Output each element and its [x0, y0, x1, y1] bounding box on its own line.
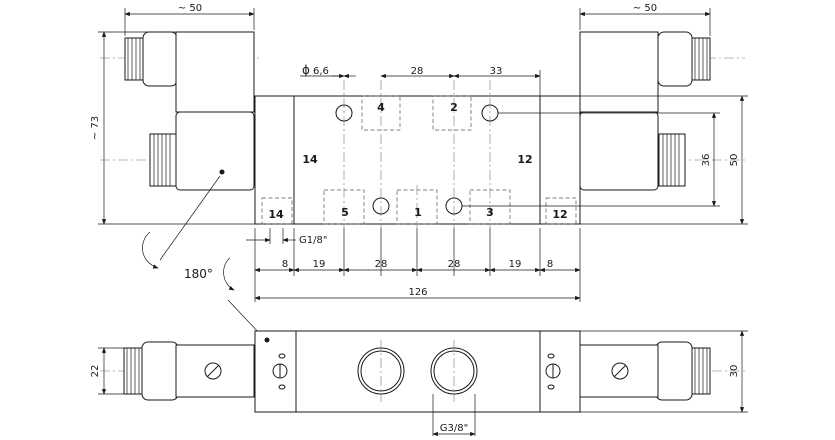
port-label-14: 14 — [302, 153, 318, 166]
dim-pilot-thread: G1/8" — [246, 228, 327, 246]
dim-22-label: 22 — [90, 365, 101, 378]
dim-50-label: 50 — [729, 154, 740, 167]
solenoid-marker-dot — [219, 169, 225, 175]
valve-body-top: 4 2 14 12 5 1 3 14 12 — [254, 80, 581, 228]
dim-30-label: 30 — [729, 365, 740, 378]
dim-chain: 8 19 28 28 19 8 126 — [254, 228, 581, 302]
pilot-port-label-14: 14 — [268, 208, 284, 221]
chain-dim-5: 19 — [509, 259, 522, 270]
diameter-symbol: ϕ — [302, 63, 310, 77]
dim-coil-left: ~ 50 — [124, 3, 255, 36]
port-label-3: 3 — [486, 206, 494, 219]
port-label-2: 2 — [450, 101, 458, 114]
dim-right-heights: 36 50 — [462, 95, 748, 225]
left-solenoid — [124, 31, 255, 191]
port-label-5: 5 — [341, 206, 349, 219]
rotation-indicator: 180° — [142, 175, 263, 337]
right-solenoid — [579, 31, 711, 191]
dim-port-thread-label: G3/8" — [440, 423, 468, 434]
side-view: 22 30 G3/8" — [90, 330, 748, 437]
dim-bore-label: 6,6 — [313, 66, 329, 77]
chain-dim-1: 8 — [282, 259, 288, 270]
dim-36-label: 36 — [701, 154, 712, 167]
dim-overall-height: ~ 73 — [90, 31, 255, 225]
chain-dim-4: 28 — [448, 259, 461, 270]
dim-coil-left-label: ~ 50 — [178, 3, 202, 14]
chain-dim-2: 19 — [313, 259, 326, 270]
top-view: 4 2 14 12 5 1 3 14 12 ~ 50 ~ 50 — [90, 3, 748, 337]
pilot-port-label-12: 12 — [552, 208, 567, 221]
dim-126-label: 126 — [408, 287, 427, 298]
chain-dim-3: 28 — [375, 259, 388, 270]
dim-coil-right: ~ 50 — [579, 3, 711, 36]
dim-top-pitches: ϕ 6,6 28 33 — [300, 63, 541, 96]
dim-pitch-33-label: 33 — [490, 66, 503, 77]
chain-dim-6: 8 — [547, 259, 553, 270]
dim-overall-height-label: ~ 73 — [90, 116, 101, 140]
port-label-12: 12 — [517, 153, 532, 166]
rotation-label: 180° — [184, 267, 213, 281]
dim-pilot-thread-label: G1/8" — [299, 235, 327, 246]
port-label-1: 1 — [414, 206, 422, 219]
port-label-4: 4 — [377, 101, 385, 114]
dim-pitch-28-label: 28 — [411, 66, 424, 77]
dim-coil-right-label: ~ 50 — [633, 3, 657, 14]
